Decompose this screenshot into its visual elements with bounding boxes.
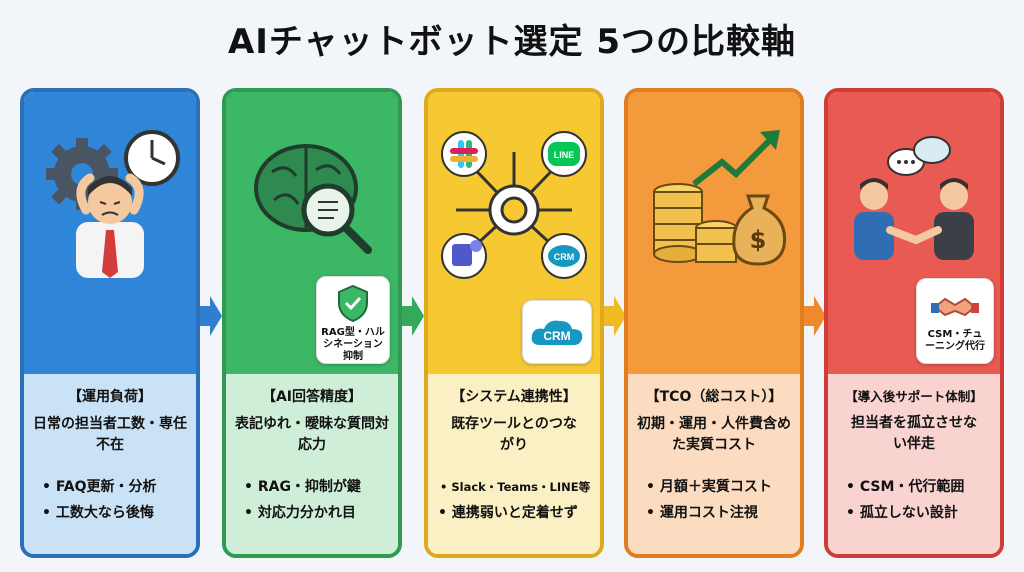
currency-symbol: $	[750, 226, 767, 254]
card-support: CSM・チューニング代行 【導入後サポート体制】 担当者を孤立させない伴走 • …	[824, 88, 1004, 558]
card-ai-accuracy: RAG型・ハルシネーション抑制 【AI回答精度】 表記ゆれ・曖昧な質問対応力 •…	[222, 88, 402, 558]
trend-arrow-icon	[692, 130, 780, 187]
badge-label: RAG型・ハルシネーション抑制	[321, 327, 385, 362]
crm-node-icon: CRM	[541, 233, 587, 279]
card-tco: $ 【TCO（総コスト）】 初期・運用・人件費含めた実質コスト • 月額＋実質コ…	[624, 88, 804, 558]
card-text-panel: 【システム連携性】 既存ツールとのつながり • Slack・Teams・LINE…	[428, 374, 600, 554]
card-system-integration: LINE CRM CRM 【システム連携性】 既存ツールとのつながり • Sla…	[424, 88, 604, 558]
bullet-item: • FAQ更新・分析	[42, 479, 157, 495]
bullet-item: • RAG・抑制が鍵	[244, 479, 361, 495]
magnifier-icon	[301, 183, 372, 254]
line-icon: LINE	[541, 131, 587, 177]
stressed-person-icon	[76, 173, 144, 278]
rag-badge: RAG型・ハルシネーション抑制	[316, 276, 390, 364]
bullet-item: • 月額＋実質コスト	[646, 479, 772, 495]
card-operational-load: 【運用負荷】 日常の担当者工数・専任不在 • FAQ更新・分析 • 工数大なら後…	[20, 88, 200, 558]
flow-arrow-icon	[604, 296, 626, 336]
crm-node-label: CRM	[554, 252, 575, 262]
bullet-item: • CSM・代行範囲	[846, 479, 965, 495]
flow-arrow-icon	[804, 296, 826, 336]
gear-icon	[46, 138, 118, 210]
card-heading: 【運用負荷】	[68, 389, 152, 405]
line-logo-text: LINE	[554, 150, 575, 160]
teams-icon	[441, 233, 487, 279]
shield-check-icon	[338, 284, 368, 323]
card-description: 初期・運用・人件費含めた実質コスト	[637, 416, 791, 453]
crm-badge-label: CRM	[543, 329, 570, 343]
flow-arrow-icon	[200, 296, 222, 336]
bullet-item: • 連携弱いと定着せず	[438, 505, 578, 521]
badge-label: CSM・チューニング代行	[925, 329, 985, 352]
flow-arrow-icon	[402, 296, 424, 336]
card-heading: 【AI回答精度】	[261, 389, 363, 405]
coin-stack-icon	[653, 183, 737, 263]
crm-badge: CRM	[522, 300, 592, 364]
gear-hub-icon	[488, 184, 540, 236]
bullet-item: • 対応力分かれ目	[244, 505, 356, 521]
bullet-item: • 孤立しない設計	[846, 505, 958, 521]
money-bag-icon: $	[732, 194, 787, 266]
cloud-icon: CRM	[531, 320, 583, 345]
card-description: 既存ツールとのつながり	[451, 416, 577, 453]
card-description: 日常の担当者工数・専任不在	[33, 416, 187, 453]
card-text-panel: 【導入後サポート体制】 担当者を孤立させない伴走 • CSM・代行範囲 • 孤立…	[828, 374, 1000, 554]
bullet-item: • Slack・Teams・LINE等	[440, 480, 591, 494]
bullet-item: • 運用コスト注視	[646, 505, 758, 521]
card-bullets: • 月額＋実質コスト • 運用コスト注視	[628, 474, 800, 526]
card-heading: 【システム連携性】	[451, 389, 577, 405]
card-heading: 【TCO（総コスト）】	[645, 389, 783, 405]
csm-badge: CSM・チューニング代行	[916, 278, 994, 364]
card-illustration: CSM・チューニング代行	[828, 92, 1000, 374]
card-text-panel: 【AI回答精度】 表記ゆれ・曖昧な質問対応力 • RAG・抑制が鍵 • 対応力分…	[226, 374, 398, 554]
handshake-icon	[931, 297, 979, 317]
slack-icon	[441, 131, 487, 177]
card-bullets: • RAG・抑制が鍵 • 対応力分かれ目	[226, 474, 398, 526]
card-bullets: • FAQ更新・分析 • 工数大なら後悔	[24, 474, 196, 526]
card-bullets: • CSM・代行範囲 • 孤立しない設計	[828, 474, 1000, 526]
card-illustration: $	[628, 92, 800, 374]
handshake-people-icon	[854, 178, 974, 260]
card-illustration	[24, 92, 196, 374]
speech-bubbles-icon	[887, 136, 951, 176]
card-illustration: LINE CRM CRM	[428, 92, 600, 374]
card-text-panel: 【運用負荷】 日常の担当者工数・専任不在 • FAQ更新・分析 • 工数大なら後…	[24, 374, 196, 554]
card-heading: 【導入後サポート体制】	[845, 389, 983, 404]
bullet-item: • 工数大なら後悔	[42, 505, 154, 521]
card-description: 担当者を孤立させない伴走	[851, 415, 977, 452]
page-title: AIチャットボット選定 5つの比較軸	[227, 22, 797, 62]
card-illustration: RAG型・ハルシネーション抑制	[226, 92, 398, 374]
card-bullets: • Slack・Teams・LINE等 • 連携弱いと定着せず	[428, 474, 600, 526]
clock-icon	[124, 130, 180, 186]
card-text-panel: 【TCO（総コスト）】 初期・運用・人件費含めた実質コスト • 月額＋実質コスト…	[628, 374, 800, 554]
card-description: 表記ゆれ・曖昧な質問対応力	[235, 416, 389, 453]
